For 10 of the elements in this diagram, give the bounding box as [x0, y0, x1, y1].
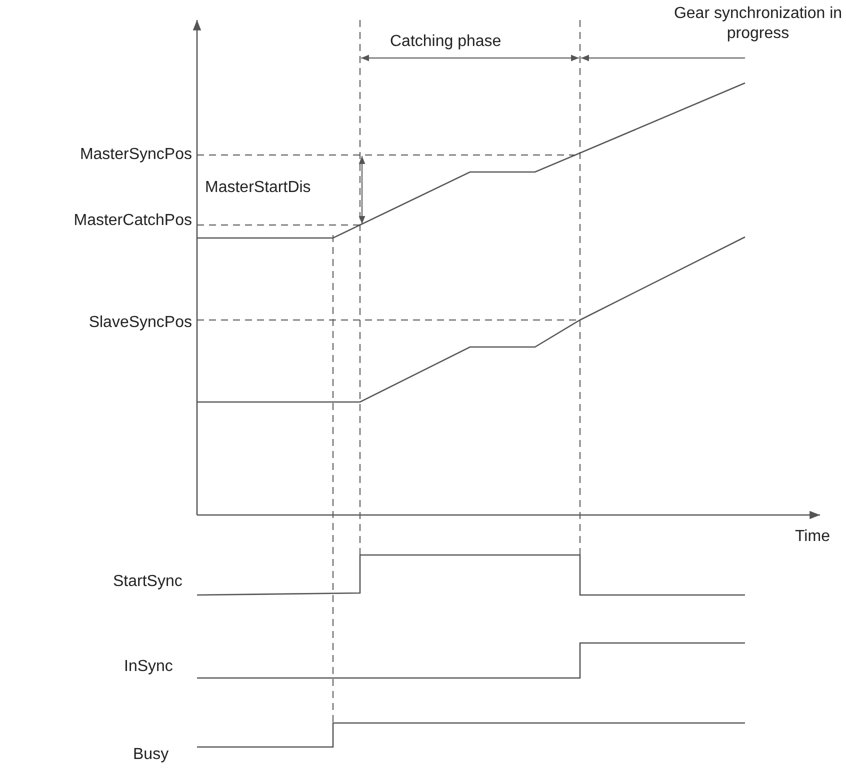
- distance-label: MasterStartDis: [205, 178, 311, 198]
- signal-name: InSync: [124, 657, 173, 677]
- signal-name: Busy: [133, 745, 169, 765]
- position-label: MasterCatchPos: [74, 211, 192, 231]
- phase-label: Catching phase: [390, 32, 502, 52]
- position-label: SlaveSyncPos: [88, 313, 192, 333]
- position-label: MasterSyncPos: [80, 145, 192, 165]
- axis-label: Time: [795, 527, 830, 547]
- phase-label: Gear synchronization in progress: [672, 4, 844, 44]
- signal-name: StartSync: [113, 572, 182, 592]
